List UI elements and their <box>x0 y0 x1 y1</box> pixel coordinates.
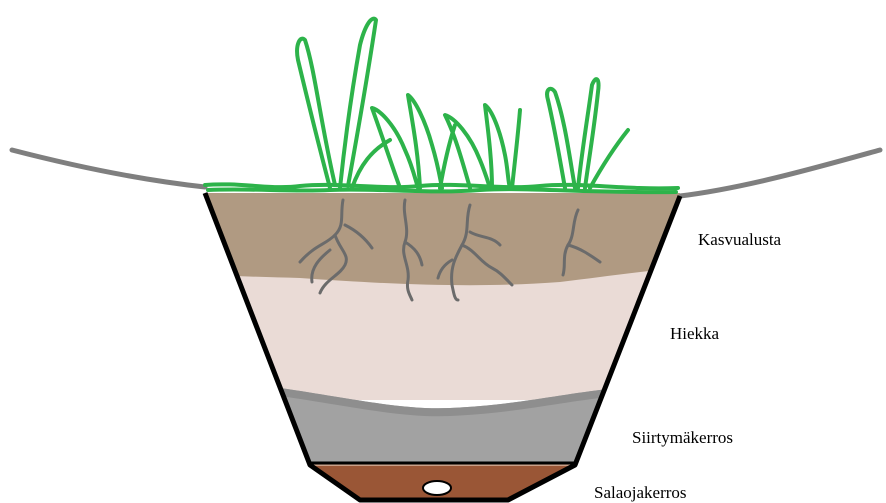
kasvualusta-label: Kasvualusta <box>698 231 781 248</box>
salaojakerros-label: Salaojakerros <box>594 484 687 501</box>
siirtymakerros-label: Siirtymäkerros <box>632 429 733 446</box>
ground-line-left <box>12 150 205 187</box>
ground-line-right <box>680 150 880 196</box>
drain-pipe-icon <box>423 481 451 495</box>
grass-icon <box>205 19 678 192</box>
hiekka-layer <box>0 262 700 400</box>
hiekka-label: Hiekka <box>670 325 719 342</box>
